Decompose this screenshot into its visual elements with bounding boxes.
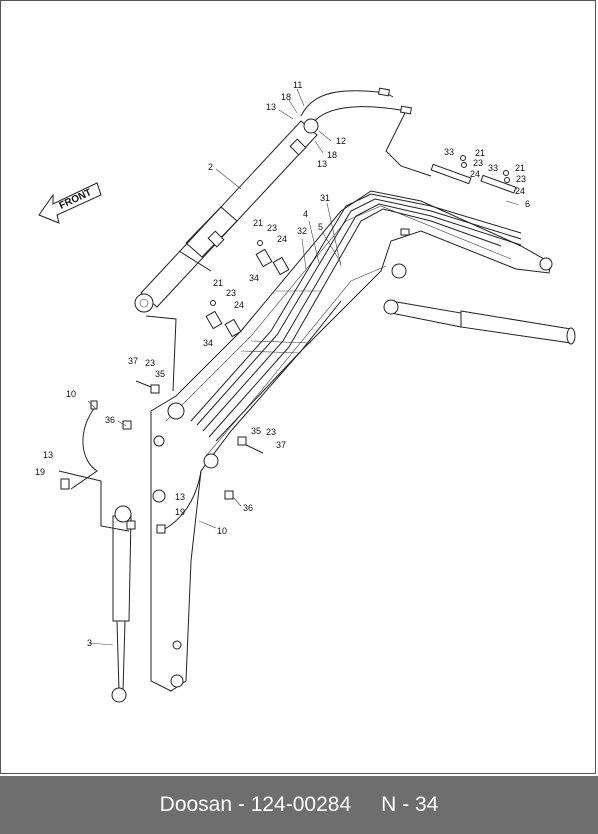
callout-23: 23 [266,427,276,437]
callout-21: 21 [253,218,263,228]
callout-24: 24 [234,300,244,310]
callout-24: 24 [470,169,480,179]
parts-diagram: FRONT [35,80,576,703]
front-arrow: FRONT [38,182,102,224]
callout-13: 13 [175,492,185,502]
diagram-frame: FRONT [0,0,596,774]
callout-34: 34 [203,338,213,348]
callout-35: 35 [155,369,165,379]
callout-5: 5 [318,222,323,232]
bolt-right [237,436,264,454]
hose-10-right [156,470,202,534]
callout-23: 23 [145,358,155,368]
callout-36: 36 [105,415,115,425]
callout-11: 11 [293,80,302,90]
callout-19: 19 [175,507,185,517]
callout-33: 33 [488,163,498,173]
callout-10: 10 [217,526,227,536]
callout-23: 23 [267,223,277,233]
callout-23: 23 [226,288,236,298]
callout-13: 13 [43,450,53,460]
callout-31: 31 [320,193,330,203]
callout-23: 23 [473,158,483,168]
callout-19: 19 [35,467,45,477]
callout-23: 23 [516,174,526,184]
callout-12: 12 [336,136,346,146]
callout-32: 32 [297,226,307,236]
bolt-left [135,380,160,394]
callout-37: 37 [276,440,286,450]
callout-36: 36 [243,503,253,513]
callout-21: 21 [213,278,223,288]
front-label: FRONT [58,187,94,212]
footer-page-number: N - 34 [381,793,439,816]
clamp-group-middle [205,240,290,338]
callout-3: 3 [87,638,92,648]
footer-bar: Doosan - 124-00284 N - 34 [0,776,598,834]
callout-21: 21 [515,163,525,173]
boom-cylinder [134,118,319,313]
arm-cylinder [383,299,576,345]
callout-37: 37 [128,356,138,366]
boom-hoses [190,193,522,442]
callout-labels: 11 18 13 12 18 13 2 33 21 23 24 33 21 23… [35,80,530,648]
leader-lines [87,88,520,646]
callout-35: 35 [251,426,261,436]
callout-18: 18 [327,150,337,160]
callout-13: 13 [266,102,276,112]
callout-2: 2 [208,162,213,172]
callout-34: 34 [249,273,259,283]
boom [150,190,553,692]
callout-24: 24 [515,186,525,196]
footer-part-number: Doosan - 124-00284 [159,793,352,816]
callout-24: 24 [277,234,287,244]
clamp-group-right [430,155,517,194]
callout-10: 10 [66,389,76,399]
callout-6: 6 [525,199,530,209]
callout-4: 4 [303,209,308,219]
callout-13: 13 [317,159,327,169]
callout-18: 18 [281,92,291,102]
left-cylinder [111,505,136,703]
callout-33: 33 [444,147,454,157]
callout-21: 21 [475,148,485,158]
hose-10-left [58,315,234,532]
